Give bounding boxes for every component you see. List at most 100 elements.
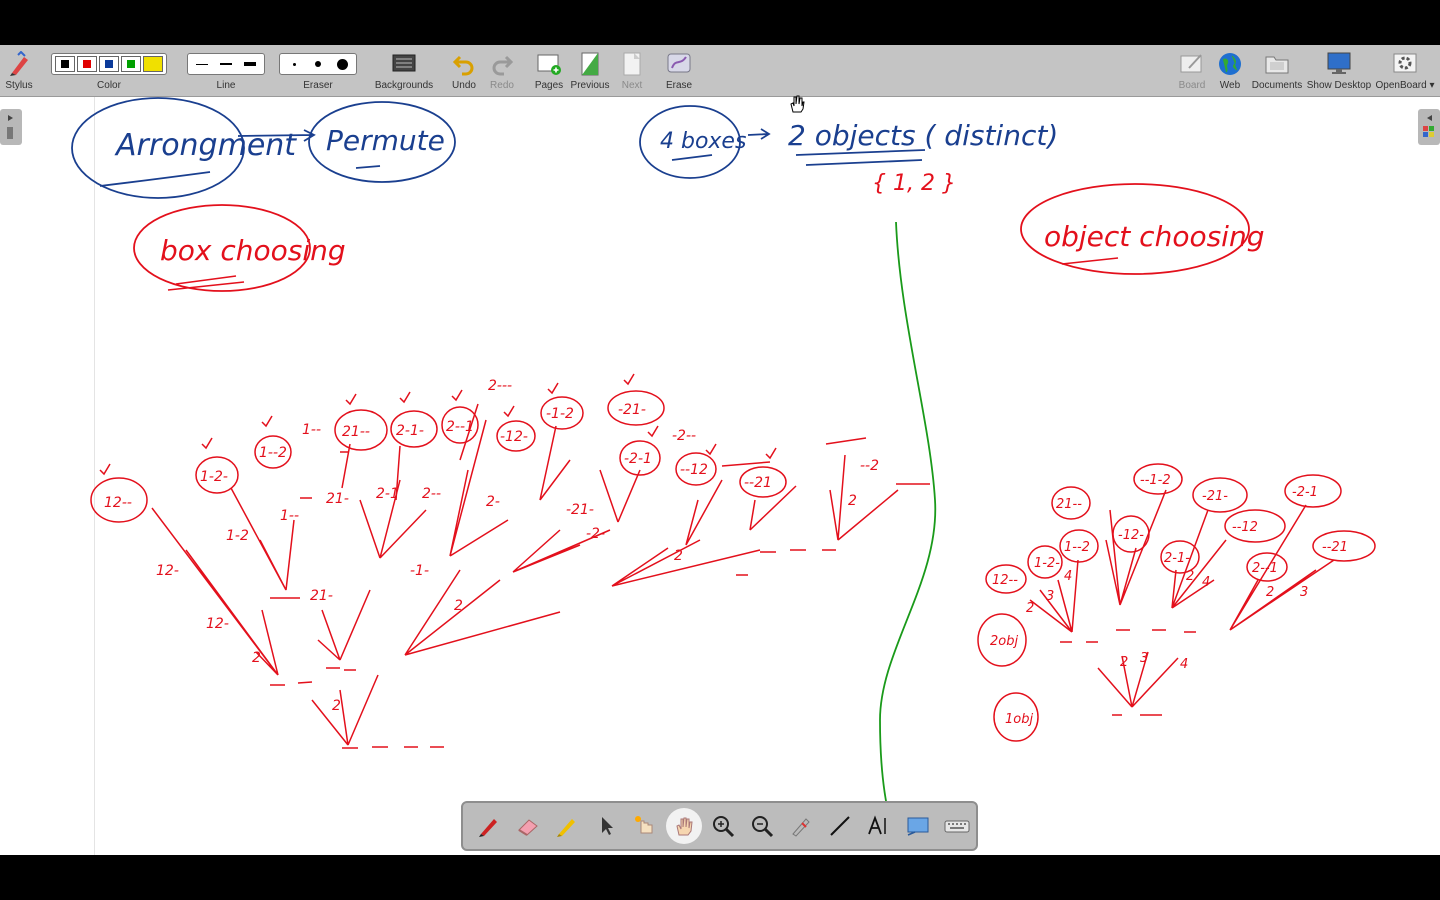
svg-text:21--: 21--: [342, 424, 370, 440]
zoom-out-icon[interactable]: [744, 808, 780, 844]
text-icon[interactable]: [861, 808, 897, 844]
hand-cursor-icon: [790, 95, 805, 113]
svg-text:3: 3: [1300, 585, 1308, 600]
whiteboard-canvas[interactable]: [0, 97, 1440, 855]
line-thick[interactable]: [239, 56, 261, 72]
right-palette-tab[interactable]: [1418, 109, 1440, 145]
pen-icon[interactable]: [471, 808, 507, 844]
box-tree-nodes: [90, 390, 787, 523]
documents-button[interactable]: Documents: [1252, 45, 1302, 96]
svg-text:-21-: -21-: [1202, 489, 1228, 504]
line-medium[interactable]: [215, 56, 237, 72]
svg-text:-12-: -12-: [1118, 528, 1144, 543]
left-palette-tab[interactable]: [0, 109, 22, 145]
arrangement-bubble: [71, 97, 245, 199]
show-desktop-button[interactable]: Show Desktop: [1306, 45, 1372, 96]
svg-text:1--2: 1--2: [259, 445, 287, 461]
backgrounds-button[interactable]: Backgrounds: [372, 45, 436, 96]
four-boxes-text: 4 boxes: [660, 129, 746, 154]
svg-text:12--: 12--: [104, 495, 132, 511]
floating-toolbar: [461, 801, 978, 851]
web-button[interactable]: Web: [1212, 45, 1248, 96]
bottom-black-bar: [0, 855, 1440, 900]
line-label: Line: [216, 80, 236, 91]
check-marks: [99, 373, 777, 476]
object-choose-bubble: [1020, 183, 1250, 275]
pages-button[interactable]: Pages: [531, 45, 567, 96]
previous-button[interactable]: Previous: [570, 45, 610, 96]
capture-icon[interactable]: [900, 808, 936, 844]
web-label: Web: [1219, 80, 1241, 91]
svg-text:2--1: 2--1: [1252, 561, 1278, 576]
documents-label: Documents: [1251, 80, 1303, 91]
undo-button[interactable]: Undo: [446, 45, 482, 96]
capture-pen-icon[interactable]: [783, 808, 819, 844]
eraser-group: Eraser: [279, 45, 357, 96]
svg-text:1-2: 1-2: [226, 528, 249, 544]
svg-text:3: 3: [1046, 589, 1054, 604]
marker-icon[interactable]: [549, 808, 585, 844]
gear-icon: [1392, 49, 1418, 79]
svg-text:21-: 21-: [326, 491, 349, 507]
svg-text:12-: 12-: [206, 616, 229, 632]
svg-text:-2-: -2-: [586, 526, 605, 542]
line-icon[interactable]: [822, 808, 858, 844]
pointer-icon[interactable]: [588, 808, 624, 844]
pages-icon: [536, 49, 562, 79]
laser-icon[interactable]: [627, 808, 663, 844]
eraser-large[interactable]: [331, 56, 353, 72]
color-group: Color: [46, 45, 172, 96]
redo-button[interactable]: Redo: [484, 45, 520, 96]
permute-text: Permute: [326, 124, 445, 157]
box-tree: [151, 403, 930, 749]
set-text: { 1, 2 }: [872, 171, 956, 196]
previous-label: Previous: [570, 80, 610, 91]
svg-text:12-: 12-: [156, 563, 179, 579]
openboard-menu-button[interactable]: OpenBoard ▾: [1374, 45, 1436, 96]
next-button[interactable]: Next: [614, 45, 650, 96]
svg-text:1obj: 1obj: [1005, 712, 1033, 727]
line-thin[interactable]: [191, 56, 213, 72]
hand-icon[interactable]: [666, 808, 702, 844]
eraser-small[interactable]: [283, 56, 305, 72]
board-icon: [1179, 49, 1205, 79]
svg-text:--21: --21: [1322, 540, 1348, 555]
svg-text:2: 2: [1120, 655, 1128, 670]
keyboard-icon[interactable]: [939, 808, 975, 844]
svg-text:2--: 2--: [422, 486, 441, 502]
color-blue[interactable]: [99, 56, 119, 72]
box-tree-labels: 12-- 1-2- 1--2 21-- 2-1- 2--1 -12- -1-2 …: [104, 378, 879, 714]
redo-icon: [490, 49, 514, 79]
top-black-bar: [0, 0, 1440, 45]
svg-text:2obj: 2obj: [990, 634, 1018, 649]
stylus-button[interactable]: Stylus: [2, 45, 36, 96]
svg-text:4: 4: [1202, 575, 1210, 590]
globe-icon: [1217, 49, 1243, 79]
svg-text:--21: --21: [744, 475, 772, 491]
erase-button[interactable]: Erase: [660, 45, 698, 96]
board-button[interactable]: Board: [1174, 45, 1210, 96]
erase-icon: [666, 49, 692, 79]
svg-text:1-2-: 1-2-: [1034, 556, 1060, 571]
color-yellow[interactable]: [143, 56, 163, 72]
zoom-in-icon[interactable]: [705, 808, 741, 844]
next-label: Next: [621, 80, 643, 91]
next-icon: [620, 49, 644, 79]
permute-bubble: [308, 101, 456, 183]
erase-label: Erase: [665, 80, 693, 91]
svg-text:--12: --12: [1232, 520, 1258, 535]
folder-icon: [1263, 49, 1291, 79]
undo-label: Undo: [452, 80, 476, 91]
eraser-icon[interactable]: [510, 808, 546, 844]
color-green[interactable]: [121, 56, 141, 72]
svg-text:-2-1: -2-1: [624, 451, 652, 467]
arrangement-text: Arrongment: [114, 128, 297, 163]
svg-text:2---: 2---: [488, 378, 512, 394]
svg-text:2: 2: [1026, 601, 1034, 616]
page-margin-line: [94, 97, 95, 855]
color-black[interactable]: [55, 56, 75, 72]
color-red[interactable]: [77, 56, 97, 72]
eraser-medium[interactable]: [307, 56, 329, 72]
svg-text:2: 2: [454, 598, 463, 614]
